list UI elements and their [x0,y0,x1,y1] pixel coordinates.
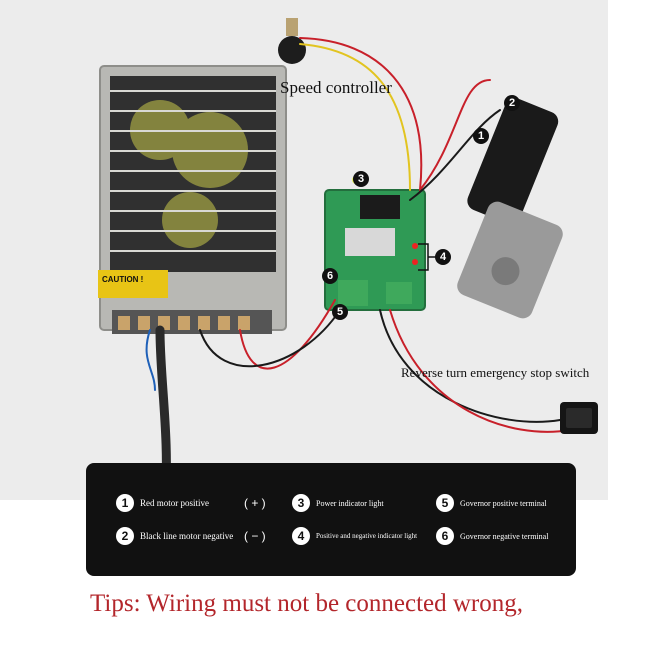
legend-item-3: 3 Power indicator light [292,494,384,512]
legend-panel: 1 Red motor positive ( + ) 2 Black line … [86,463,576,576]
legend-text: Governor negative terminal [460,531,549,541]
callout-5: 5 [332,304,348,320]
power-supply: CAUTION ! [98,65,287,334]
legend-text: Governor positive terminal [460,498,547,508]
legend-number: 2 [116,527,134,545]
legend-number: 4 [292,527,310,545]
legend-text: Power indicator light [316,498,384,508]
dc-gear-motor [457,98,563,319]
legend-item-5: 5 Governor positive terminal [436,494,547,512]
legend-sign-negative: ( − ) [244,529,266,543]
control-board [324,176,426,311]
legend-item-2: 2 Black line motor negative [116,527,233,545]
callout-3: 3 [353,171,369,187]
tips-text: Tips: Wiring must not be connected wrong… [90,590,523,617]
legend-item-1: 1 Red motor positive [116,494,209,512]
legend-number: 6 [436,527,454,545]
legend-number: 1 [116,494,134,512]
legend-sign-positive: ( + ) [244,496,266,510]
potentiometer [278,18,306,64]
wiring-photo: CAUTION ! [0,0,665,500]
emergency-stop-switch [560,402,598,434]
caution-label: CAUTION ! [102,275,143,284]
legend-number: 5 [436,494,454,512]
legend-text: Positive and negative indicator light [316,532,418,540]
callout-4: 4 [435,249,451,265]
legend-text: Red motor positive [140,498,209,508]
legend-text: Black line motor negative [140,531,234,541]
callout-1: 1 [473,128,489,144]
callout-2: 2 [504,95,520,111]
legend-item-4: 4 Positive and negative indicator light [292,527,417,545]
speed-controller-label: Speed controller [280,78,392,97]
photo-right-margin [608,0,665,500]
reverse-switch-label: Reverse turn emergency stop switch [401,365,590,380]
legend-number: 3 [292,494,310,512]
callout-6: 6 [322,268,338,284]
legend-item-6: 6 Governor negative terminal [436,527,548,545]
